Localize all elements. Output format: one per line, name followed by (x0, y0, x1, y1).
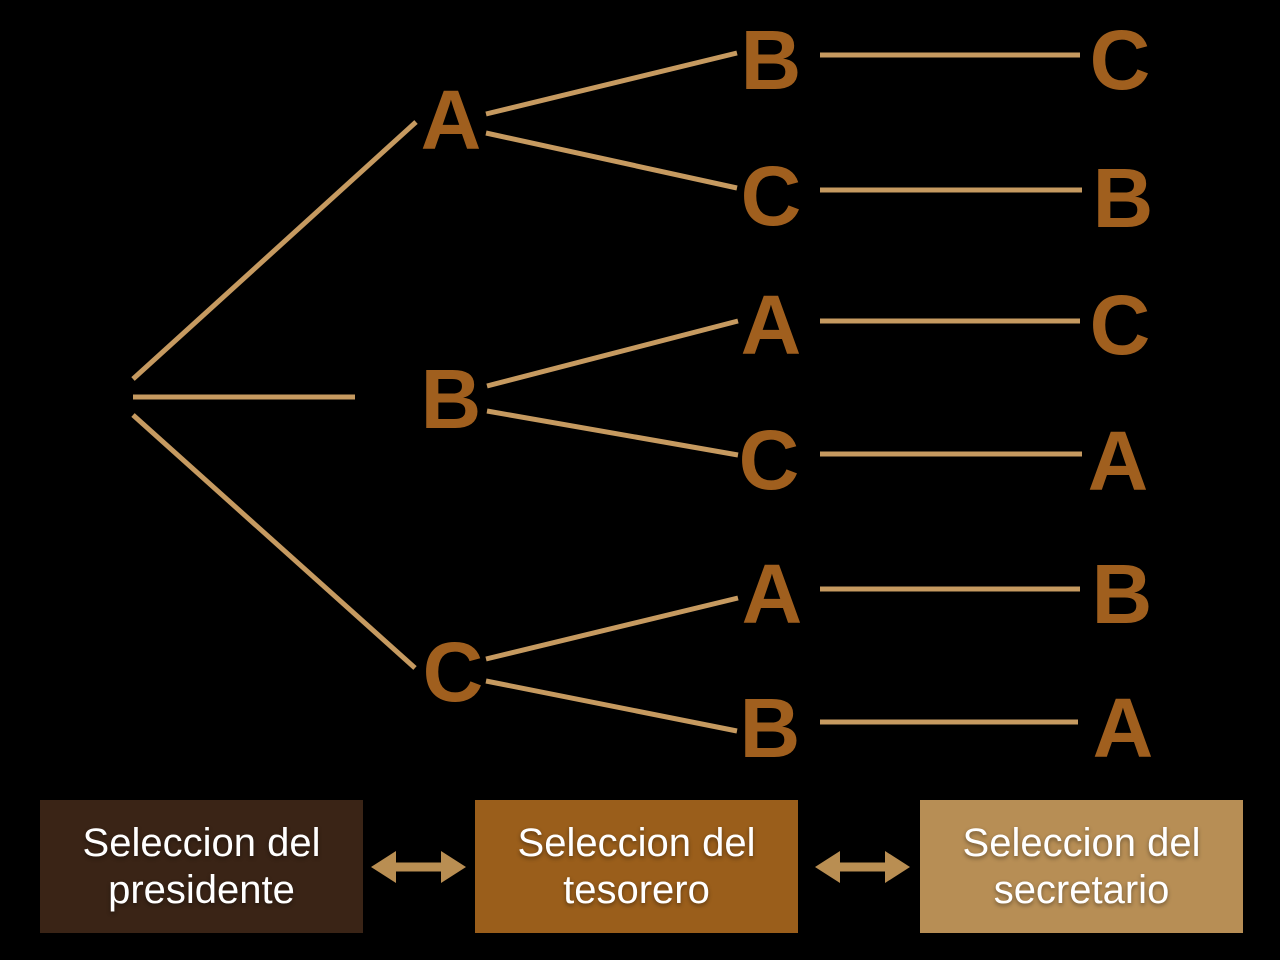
stage-box-presidente: Seleccion del presidente (40, 800, 363, 933)
president-node: A (420, 73, 482, 167)
secretary-node: B (1091, 547, 1153, 641)
secretary-node: B (1092, 151, 1154, 245)
branch-line (486, 318, 739, 389)
secretary-node: C (1089, 278, 1151, 372)
president-node: B (420, 352, 482, 446)
treasurer-node: A (741, 547, 803, 641)
double-arrow-icon (815, 851, 910, 883)
stage-label-line: tesorero (563, 867, 710, 912)
president-node: C (422, 625, 484, 719)
stage-label-line: presidente (108, 867, 295, 912)
level2-branch-lines (485, 50, 739, 734)
branch-line (485, 50, 738, 117)
secretary-node: A (1092, 681, 1154, 775)
treasurer-node: B (739, 681, 801, 775)
branch-line (485, 678, 738, 734)
branch-line (485, 595, 739, 662)
secretary-node: C (1089, 13, 1151, 107)
treasurer-node: B (740, 13, 802, 107)
treasurer-node: C (740, 149, 802, 243)
level3-connector-lines (820, 52, 1082, 725)
stage-box-tesorero: Seleccion del tesorero (475, 800, 798, 933)
stage-box-secretario: Seleccion del secretario (920, 800, 1243, 933)
stage-label-line: Seleccion del (517, 820, 756, 865)
treasurer-node: A (740, 278, 802, 372)
branch-line (486, 408, 739, 458)
branch-line (485, 130, 738, 191)
branch-line (131, 413, 417, 670)
secretary-node: A (1087, 414, 1149, 508)
double-arrow-icon (371, 851, 466, 883)
treasurer-node: C (738, 413, 800, 507)
root-branch-lines (131, 120, 418, 670)
stage-label-line: Seleccion del (962, 820, 1201, 865)
stage-label-line: secretario (993, 867, 1170, 912)
stage-label-line: Seleccion del (82, 820, 321, 865)
branch-line (131, 120, 418, 381)
